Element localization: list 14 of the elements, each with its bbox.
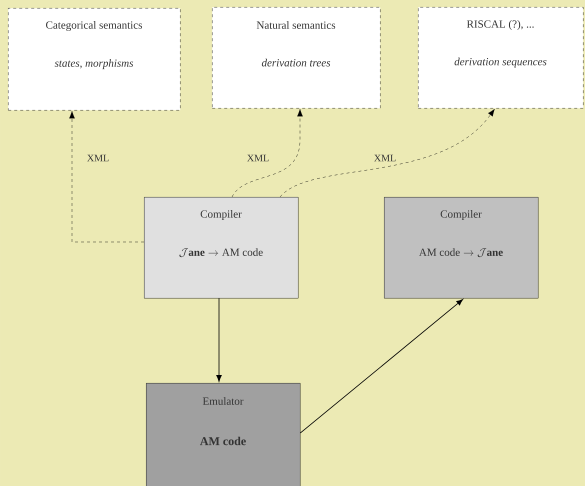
compiler-box: Compiler $\mathrm{AM\ code}\to\mathcal{J}\mathbf{ane}$: [384, 197, 538, 298]
semantics-box: Categorical semantics states, morphisms: [8, 8, 180, 110]
arrow: [232, 109, 303, 198]
emulator-box: Emulator AM code: [146, 383, 300, 486]
semantics-box: RISCAL (?), ... derivation sequences: [418, 7, 584, 108]
compiler-box: Compiler $\mathcal{J}\mathbf{ane}\to\mathrm{AM\ code}$: [144, 197, 298, 298]
arrow: [216, 298, 222, 382]
edge-label: XML: [372, 154, 398, 162]
arrow: [300, 299, 464, 434]
edge-label: XML: [86, 154, 110, 162]
arrow: [69, 111, 144, 242]
edge-label: XML: [246, 154, 270, 162]
arrow: [280, 108, 495, 198]
semantics-box: Natural semantics derivation trees: [212, 7, 380, 108]
